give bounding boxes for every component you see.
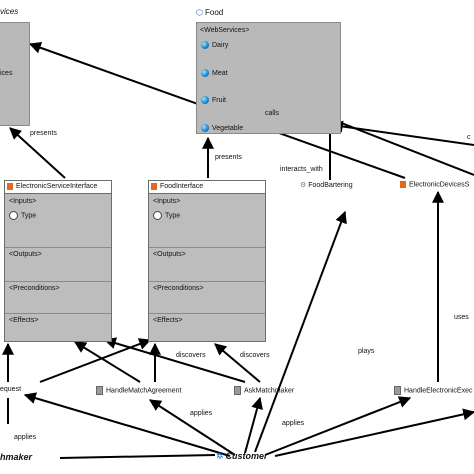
label-uses: uses [454,314,469,321]
edge-customer-hee [264,396,412,456]
node-food-bartering-label: FoodBartering [308,182,353,189]
node-food-bartering[interactable]: ⚙ FoodBartering [300,181,353,189]
label-presents-left: presents [30,130,57,137]
package-icon: ⬡ [196,8,203,17]
food-item-label: Dairy [212,41,229,49]
node-request[interactable]: equest [0,386,21,393]
globe-icon [201,41,209,49]
edge-customer-request [23,392,231,457]
globe-icon [201,69,209,77]
actor-matchmaker[interactable]: hmaker [0,452,32,462]
label-discovers-1: discovers [176,352,206,359]
food-package-title: ⬡Food [196,8,223,17]
node-handle-electronic[interactable]: HandleElectronicExec [394,386,472,395]
globe-icon [201,96,209,104]
node-hee-label: HandleElectronicExec [404,387,473,395]
effects-label: <Effects> [153,317,183,324]
edge-customer-hma [148,399,236,456]
type-label: Type [21,212,37,220]
effects-section[interactable]: <Effects> [5,313,111,341]
food-package-label: Food [204,8,224,17]
actor-customer-label: Customer [225,451,268,461]
food-item-vegetable[interactable]: Vegetable [201,124,243,132]
label-presents-food: presents [215,154,242,161]
edge-matchmaker-customer [59,454,216,459]
food-item-dairy[interactable]: Dairy [201,41,228,49]
preconditions-label: <Preconditions> [153,285,204,292]
outputs-label: <Outputs> [153,251,186,258]
node-electronic-devices[interactable]: ElectronicDevicesS [400,181,469,188]
node-request-label: equest [0,386,22,393]
inputs-section[interactable]: <Inputs> Type [5,195,111,235]
label-calls: calls [265,110,280,117]
preconditions-section[interactable]: <Preconditions> [149,281,265,307]
interface-icon [151,182,157,190]
edge-right-to-calls [330,120,474,146]
food-item-label: Fruit [212,96,226,104]
food-item-meat[interactable]: Meat [201,69,228,77]
edge-request-to-food-interface [39,338,152,383]
actor-icon: ✲ [216,451,224,461]
preconditions-section[interactable]: <Preconditions> [5,281,111,307]
node-ask-label: AskMatchmaker [244,387,295,395]
document-icon [394,386,401,395]
type-row: Type [153,211,180,220]
globe-icon [201,124,209,132]
type-row: Type [9,211,36,220]
food-item-fruit[interactable]: Fruit [201,96,226,104]
outputs-section[interactable]: <Outputs> [5,247,111,273]
label-discovers-2: discovers [240,352,270,359]
food-package-stereotype: <WebServices> [200,27,250,34]
document-icon [234,386,241,395]
left-package[interactable] [0,22,30,126]
interface-title: ElectronicServiceInterface [16,183,98,190]
label-plays: plays [358,348,375,355]
left-package-title: vices [0,7,19,16]
gears-icon: ⚙ [300,182,307,189]
edge-hma-to-esi [73,341,141,383]
effects-label: <Effects> [9,317,39,324]
type-label: Type [165,212,181,220]
preconditions-label: <Preconditions> [9,285,60,292]
node-ask-matchmaker[interactable]: AskMatchmaker [234,386,294,395]
interface-header: ElectronicServiceInterface [5,181,111,194]
actor-customer[interactable]: ✲Customer [216,451,268,462]
interface-title: FoodInterface [160,183,204,190]
outputs-label: <Outputs> [9,251,42,258]
interface-icon [7,182,13,190]
label-applies-right: applies [282,420,305,427]
label-applies-left: applies [14,434,37,441]
interface-header: FoodInterface [149,181,265,194]
food-item-label: Meat [212,69,228,77]
edge-customer-right [274,408,474,457]
edge-esi-presents [9,127,66,179]
food-item-label: Vegetable [212,124,244,132]
label-interacts-with: interacts_with [280,166,323,173]
inputs-label: <Inputs> [9,198,37,205]
edge-ask-discovers-1 [103,337,246,383]
document-icon [96,386,103,395]
inputs-section[interactable]: <Inputs> Type [149,195,265,235]
node-electronic-devices-label: ElectronicDevicesS [409,181,470,189]
left-package-item: ices [0,70,13,77]
outputs-section[interactable]: <Outputs> [149,247,265,273]
label-cut-right: c [467,134,471,141]
food-package[interactable] [196,22,341,134]
interface-icon [400,181,406,188]
node-hma-label: HandleMatchAgreement [106,387,182,395]
edge-ask-discovers-2 [214,343,261,383]
label-applies-center: applies [190,410,213,417]
actor-matchmaker-label: hmaker [0,452,33,462]
type-icon [9,211,18,220]
effects-section[interactable]: <Effects> [149,313,265,341]
food-interface[interactable]: FoodInterface <Inputs> Type <Outputs> <P… [148,180,266,342]
type-icon [153,211,162,220]
node-handle-match-agreement[interactable]: HandleMatchAgreement [96,386,182,395]
edge-customer-ask [244,396,263,454]
inputs-label: <Inputs> [153,198,181,205]
electronic-service-interface[interactable]: ElectronicServiceInterface <Inputs> Type… [4,180,112,342]
edge-customer-foodbartering [254,210,347,453]
